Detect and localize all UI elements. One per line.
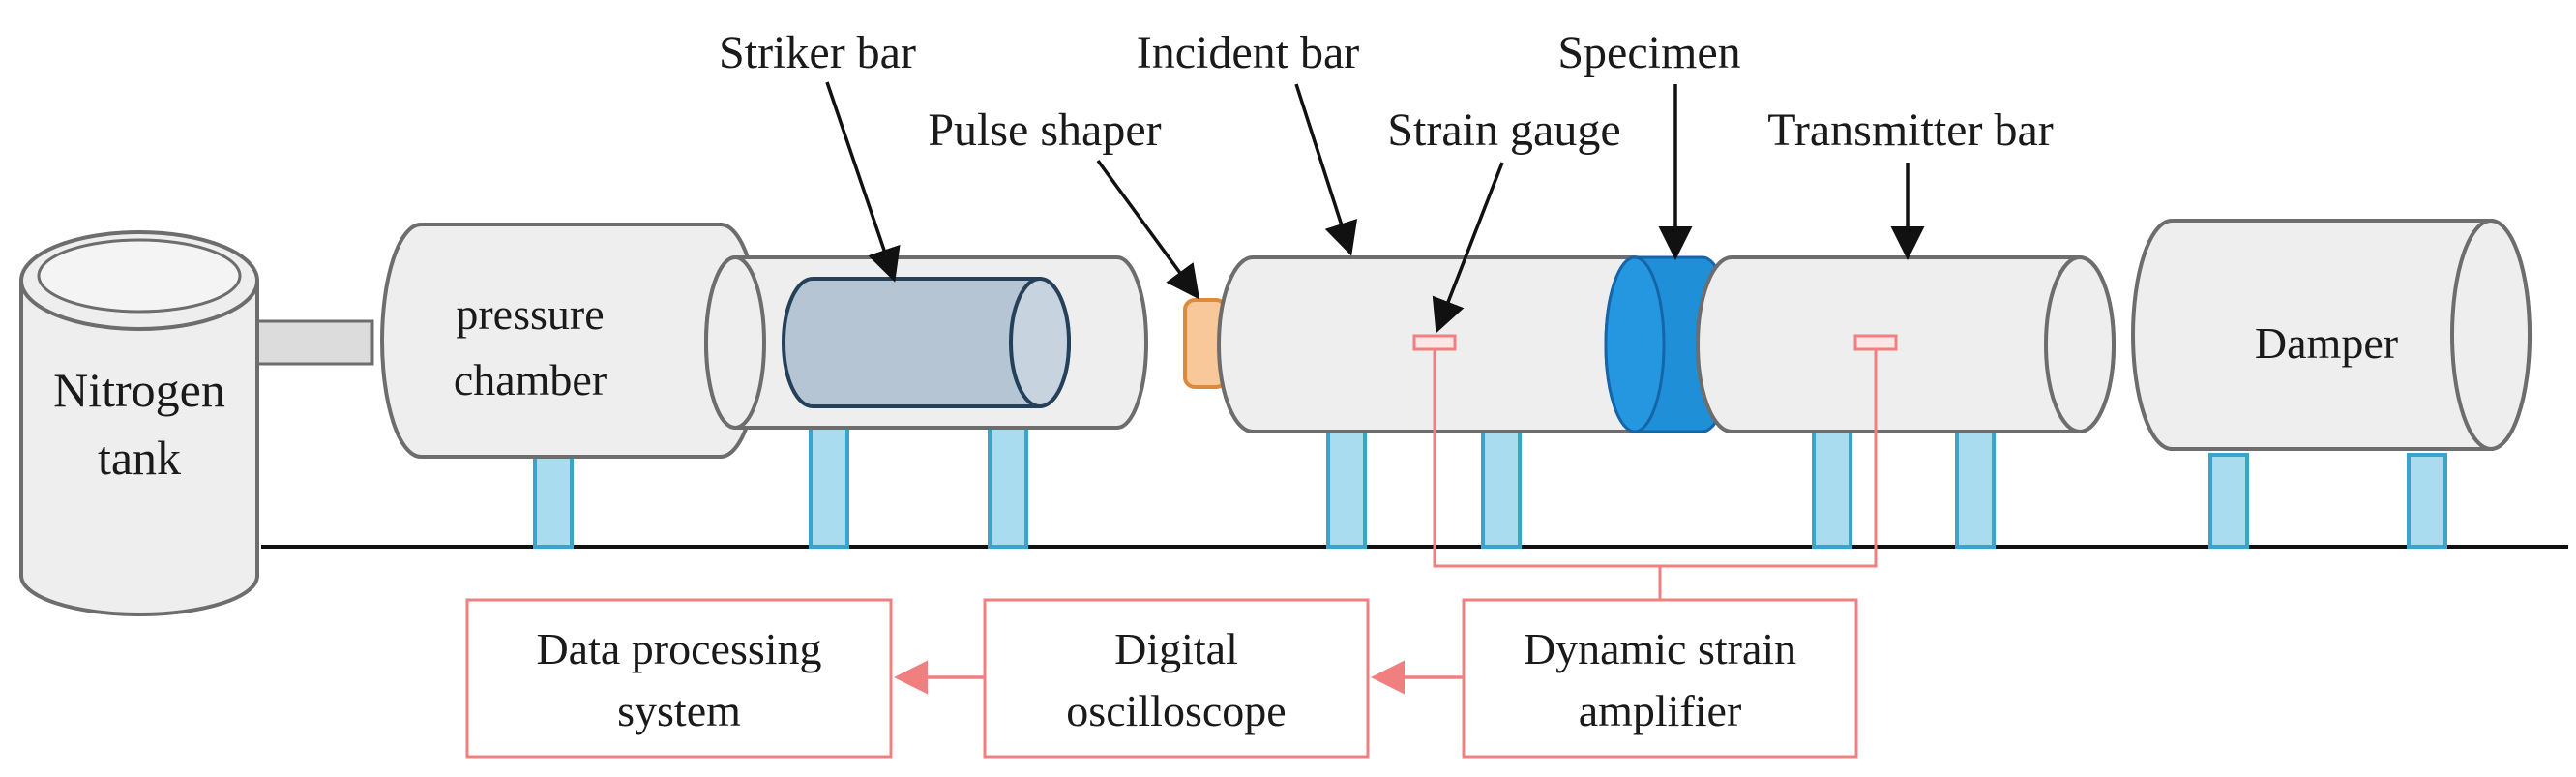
- strain-gauge-label: Strain gauge: [1387, 105, 1620, 156]
- support-leg: [1481, 419, 1522, 549]
- oscilloscope-label-line2: oscilloscope: [1066, 686, 1286, 735]
- data-processing-box: Data processing system: [465, 598, 893, 759]
- oscilloscope-label-line1: Digital: [1114, 624, 1238, 673]
- support-leg: [988, 419, 1028, 549]
- striker-bar: [782, 277, 1071, 408]
- pressure-chamber: pressure chamber: [380, 223, 761, 459]
- pulse-shaper-label: Pulse shaper: [928, 105, 1161, 156]
- incident-bar-arrow: [1294, 83, 1358, 256]
- damper-label: Damper: [2255, 318, 2398, 368]
- strain-gauge-arrow: [1432, 162, 1504, 334]
- support-leg: [2208, 453, 2249, 549]
- strain-gauge-incident: [1412, 334, 1457, 351]
- data-processing-label-line1: Data processing: [536, 624, 821, 673]
- support-leg: [1955, 419, 1996, 549]
- amplifier-label-line2: amplifier: [1579, 686, 1742, 735]
- support-leg: [2407, 453, 2447, 549]
- nitrogen-tank: Nitrogen tank: [19, 230, 259, 616]
- signal-wires: [1433, 349, 1878, 600]
- supports: [533, 419, 2447, 549]
- incident-bar-label: Incident bar: [1137, 27, 1360, 78]
- transmitter-bar-label: Transmitter bar: [1767, 105, 2054, 156]
- support-leg: [809, 419, 849, 549]
- specimen-label: Specimen: [1557, 27, 1740, 78]
- pressure-chamber-label-line1: pressure: [456, 289, 604, 339]
- striker-bar-label: Striker bar: [719, 27, 916, 78]
- oscilloscope-box: Digital oscilloscope: [983, 598, 1370, 759]
- strain-gauge-transmitter: [1853, 334, 1898, 351]
- pulse-shaper-arrow: [1096, 159, 1200, 300]
- support-leg: [1326, 419, 1367, 549]
- nitrogen-tank-label-line2: tank: [98, 431, 181, 485]
- striker-bar-arrow: [825, 81, 901, 283]
- damper: Damper: [2131, 219, 2532, 451]
- gas-pipe: [245, 319, 374, 366]
- amplifier-box: Dynamic strain amplifier: [1462, 598, 1858, 759]
- pressure-chamber-label-line2: chamber: [454, 355, 607, 404]
- amplifier-label-line1: Dynamic strain: [1524, 624, 1796, 673]
- nitrogen-tank-label-line1: Nitrogen: [53, 363, 225, 417]
- transmitter-bar: [1696, 255, 2116, 433]
- data-processing-label-line2: system: [617, 686, 741, 735]
- support-leg: [1812, 419, 1852, 549]
- support-leg: [533, 453, 574, 549]
